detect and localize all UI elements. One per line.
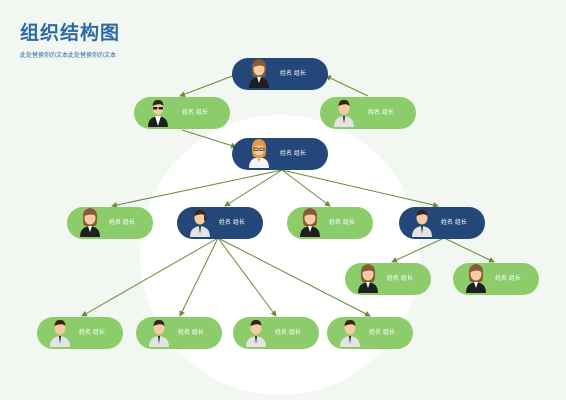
- org-node-dept-4[interactable]: 姓名 组长: [399, 207, 485, 239]
- org-node-label: 姓名 组长: [280, 70, 306, 77]
- page-title: 组织结构图: [20, 22, 121, 44]
- org-node-label: 姓名 组长: [219, 219, 245, 226]
- connector-dept4-to-sub4b: [443, 237, 495, 263]
- connector-dept2-to-sub2b: [179, 237, 219, 317]
- org-node-dept-2[interactable]: 姓名 组长: [177, 207, 263, 239]
- avatar-male-glasses-icon: [143, 93, 173, 127]
- avatar-female-icon: [244, 54, 274, 88]
- org-node-top[interactable]: 姓名 组长: [232, 58, 328, 90]
- connector-top-to-left: [179, 74, 236, 98]
- connector-dept2-to-sub2a: [81, 237, 219, 317]
- org-node-sub-4b[interactable]: 姓名 组长: [453, 263, 539, 295]
- org-node-middle[interactable]: 姓名 组长: [232, 138, 328, 170]
- org-node-label: 姓名 组长: [280, 150, 306, 157]
- org-node-sub-2b[interactable]: 姓名 组长: [136, 317, 222, 349]
- org-node-label: 姓名 组长: [387, 275, 413, 282]
- connector-middle-to-dept4: [281, 169, 439, 208]
- connector-left-to-middle: [181, 129, 237, 149]
- org-node-sub-4a[interactable]: 姓名 组长: [345, 263, 431, 295]
- avatar-female-icon: [75, 203, 105, 237]
- connector-dept2-to-sub2d: [217, 237, 371, 317]
- avatar-female-glasses-icon: [244, 134, 274, 168]
- org-node-label: 姓名 组长: [79, 329, 105, 336]
- org-node-label: 姓名 组长: [441, 219, 467, 226]
- org-node-dept-1[interactable]: 姓名 组长: [67, 207, 153, 239]
- org-node-left-advisor[interactable]: 姓名 组长: [134, 97, 230, 129]
- connector-middle-to-dept3: [281, 169, 331, 207]
- org-node-sub-2a[interactable]: 姓名 组长: [37, 317, 123, 349]
- page-subtitle: 此处替换你的文本此处替换你的文本: [20, 52, 117, 59]
- org-node-label: 姓名 组长: [275, 329, 301, 336]
- org-node-label: 姓名 组长: [329, 219, 355, 226]
- avatar-male-phone-icon: [185, 203, 215, 237]
- org-node-right-advisor[interactable]: 姓名 组长: [320, 97, 416, 129]
- connector-dept2-to-sub2c: [217, 237, 277, 317]
- avatar-male-icon: [241, 313, 271, 347]
- org-node-label: 姓名 组长: [109, 219, 135, 226]
- avatar-male-icon: [407, 203, 437, 237]
- connector-middle-to-dept2: [224, 169, 283, 207]
- avatar-female-icon: [295, 203, 325, 237]
- avatar-male-icon: [335, 313, 365, 347]
- connector-top-to-right: [325, 75, 369, 97]
- connector-middle-to-dept1: [111, 169, 283, 208]
- org-node-sub-2d[interactable]: 姓名 组长: [327, 317, 413, 349]
- org-node-dept-3[interactable]: 姓名 组长: [287, 207, 373, 239]
- org-node-label: 姓名 组长: [182, 109, 208, 116]
- org-node-label: 姓名 组长: [369, 329, 395, 336]
- org-node-label: 姓名 组长: [495, 275, 521, 282]
- avatar-male-icon: [45, 313, 75, 347]
- org-node-sub-2c[interactable]: 姓名 组长: [233, 317, 319, 349]
- org-node-label: 姓名 组长: [368, 109, 394, 116]
- avatar-male-icon: [144, 313, 174, 347]
- avatar-female-icon: [353, 259, 383, 293]
- org-node-label: 姓名 组长: [178, 329, 204, 336]
- avatar-male-icon: [329, 93, 359, 127]
- connector-dept4-to-sub4a: [391, 237, 445, 263]
- avatar-female-icon: [461, 259, 491, 293]
